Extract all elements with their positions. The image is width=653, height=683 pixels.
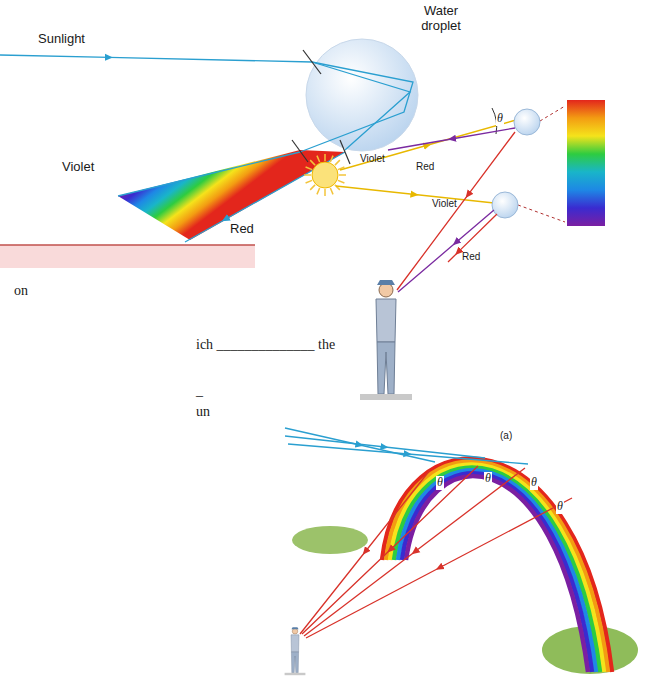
header-band [0,245,255,268]
light-ray [312,62,410,150]
part-label: Red [416,161,434,173]
light-ray [448,214,497,262]
light-ray [397,132,515,290]
angle-label: θ [556,500,564,514]
part-label: Red [462,251,480,263]
text-fragment: on [14,283,28,299]
light-ray [300,470,430,634]
light-ray [306,498,572,638]
light-ray [0,244,255,246]
rainbow-band [406,476,588,672]
sun [304,154,346,196]
angle-label: θ [484,472,492,486]
water-droplet [514,109,540,135]
spectrum-wedge [118,150,345,240]
water-droplet [306,39,418,151]
part-label: Violet [62,160,94,175]
light-ray [288,444,528,464]
part-label: Violet [432,198,457,210]
light-ray [300,62,413,152]
angle-label: θ [496,112,504,126]
light-ray [304,468,525,636]
light-ray [398,210,494,292]
light-ray [185,152,345,242]
angle-label: θ [530,476,538,490]
rainbow-band [386,462,608,672]
spectrum-bar [567,100,605,226]
text-fragment: – [196,388,203,404]
light-ray [518,205,565,222]
rainbow-band [390,464,604,672]
text-fragment: ich ______________ the [196,337,335,353]
light-ray [303,50,321,74]
drawing [0,39,638,675]
light-ray [388,128,515,150]
light-ray [0,55,312,62]
water-droplet [492,192,518,218]
light-ray [336,186,494,203]
part-label: Sunlight [38,32,85,47]
angle-label: θ [436,476,444,490]
text-fragment: un [196,404,210,420]
rainbow-band [382,459,612,672]
light-ray [285,436,485,458]
observer [360,280,412,400]
bush [292,526,368,554]
light-ray [340,140,350,164]
light-ray [540,106,565,121]
part-label: Water droplet [404,4,478,34]
light-ray [302,466,478,634]
observer [285,627,306,675]
part-label: Violet [360,153,385,165]
light-ray [292,140,308,162]
light-ray [118,152,300,196]
rainbow-band [394,467,600,672]
part-label: Red [230,222,254,237]
part-label: (a) [500,430,512,442]
